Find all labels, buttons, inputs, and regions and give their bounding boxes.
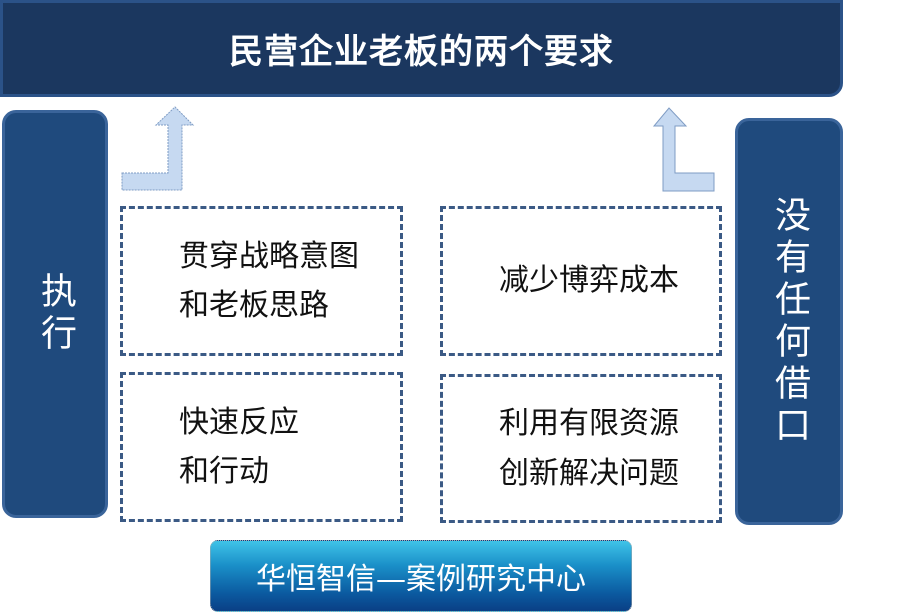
box-fast-response: 快速反应 和行动	[120, 372, 403, 522]
box-text: 利用有限资源 创新解决问题	[499, 406, 679, 491]
diagram-title: 民营企业老板的两个要求	[0, 0, 843, 97]
source-banner: 华恒智信—案例研究中心	[210, 540, 632, 612]
box-text: 快速反应 和行动	[179, 404, 299, 490]
box-strategy: 贯穿战略意图 和老板思路	[120, 206, 403, 356]
no-excuses-label: 没有任何借口	[735, 118, 843, 525]
right-up-arrow-icon	[652, 107, 715, 192]
box-text: 贯穿战略意图 和老板思路	[179, 238, 359, 324]
box-innovate: 利用有限资源 创新解决问题	[440, 374, 722, 523]
execution-label: 执行	[2, 110, 108, 518]
left-up-arrow-icon	[121, 106, 195, 191]
box-text: 减少博弈成本	[499, 263, 679, 299]
box-reduce-cost: 减少博弈成本	[440, 206, 722, 356]
